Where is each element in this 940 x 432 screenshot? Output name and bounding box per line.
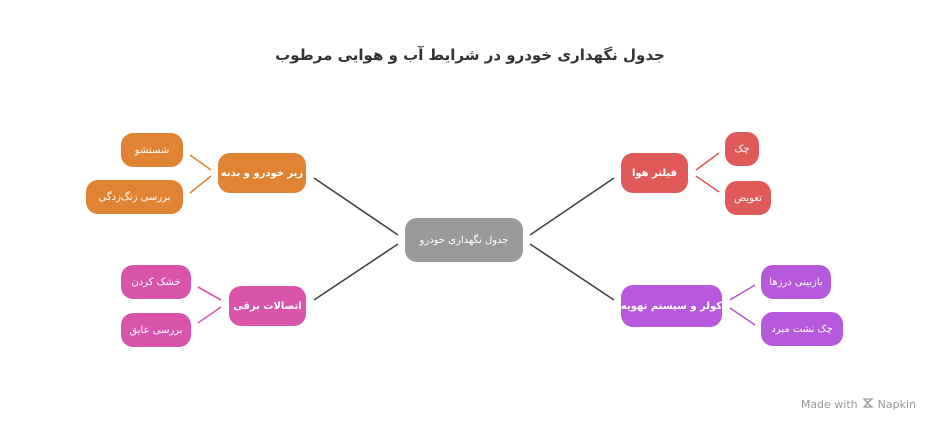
leaf-wash: شستشو (121, 133, 183, 167)
link-hvac-seams (729, 284, 756, 301)
leaf-dry: خشک کردن (121, 265, 191, 299)
link-center-underbody (313, 177, 399, 236)
branch-hvac: کولر و سیستم تهویه (621, 285, 722, 327)
link-center-airfilter (529, 177, 615, 236)
leaf-seam-inspection: بازبینی درزها (761, 265, 831, 299)
link-center-hvac (529, 243, 615, 301)
link-underbody-rust (189, 175, 212, 194)
center-node: جدول نگهداری خودرو (405, 218, 523, 262)
watermark-brand: Napkin (877, 398, 916, 411)
link-airfilter-replace (695, 175, 720, 193)
link-electrical-insulation (197, 306, 222, 324)
branch-electrical: اتصالات برقی (229, 286, 306, 326)
branch-underbody: زیر خودرو و بدنه (218, 153, 306, 193)
leaf-refrigerant-leak: چک نشت مبرد (761, 312, 843, 346)
leaf-rust-check: بررسی زنگ‌زدگی (86, 180, 183, 214)
leaf-replace: تعویض (725, 181, 771, 215)
branch-air-filter: فیلتر هوا (621, 153, 688, 193)
link-hvac-leak (729, 307, 756, 326)
napkin-watermark[interactable]: Made with Napkin (801, 397, 916, 412)
napkin-logo-icon (862, 397, 874, 412)
link-electrical-dry (197, 286, 222, 301)
link-airfilter-check (695, 152, 720, 171)
leaf-insulation-check: بررسی عایق (121, 313, 191, 347)
link-underbody-wash (189, 154, 212, 171)
watermark-prefix: Made with (800, 398, 858, 411)
link-center-electrical (313, 243, 399, 301)
diagram-title: جدول نگهداری خودرو در شرایط آب و هوایی م… (275, 46, 665, 64)
leaf-check: چک (725, 132, 759, 166)
